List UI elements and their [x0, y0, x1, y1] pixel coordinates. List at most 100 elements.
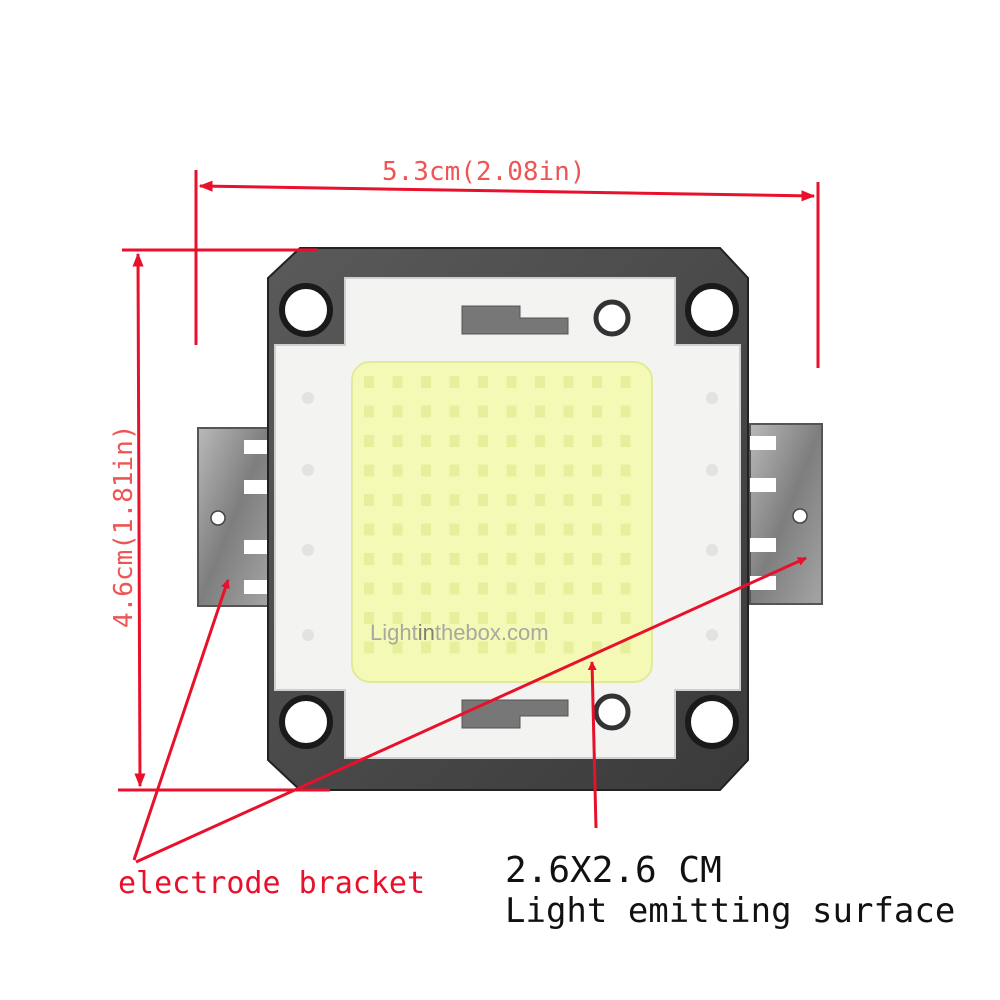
led-die — [421, 464, 431, 477]
led-die — [563, 553, 574, 565]
right-electrode-bracket — [749, 423, 823, 605]
watermark-text-1: Light — [370, 620, 418, 645]
led-die — [592, 494, 602, 506]
solder-pad — [461, 305, 569, 729]
led-die — [392, 523, 403, 536]
led-die — [449, 464, 460, 477]
led-die — [392, 641, 403, 654]
led-die — [563, 641, 574, 654]
led-die — [364, 582, 374, 595]
led-die — [535, 553, 545, 565]
led-die — [449, 641, 460, 654]
led-die — [592, 435, 602, 447]
led-die — [449, 405, 460, 418]
led-die — [592, 523, 602, 536]
led-die — [535, 582, 545, 595]
watermark: Lightinthebox.com — [370, 620, 549, 645]
led-die — [392, 376, 403, 388]
led-die — [364, 494, 374, 506]
led-die — [506, 582, 517, 595]
led-die — [620, 435, 631, 447]
arrow-icon — [132, 556, 807, 864]
led-die — [592, 582, 602, 595]
led-die — [506, 405, 517, 418]
led-die — [592, 641, 602, 654]
led-die — [506, 523, 517, 536]
led-die — [421, 641, 431, 654]
led-die — [506, 641, 517, 654]
led-die — [478, 553, 488, 565]
led-die — [620, 582, 631, 595]
led-die — [506, 612, 517, 624]
width-dimension-label: 5.3cm(2.08in) — [382, 157, 586, 187]
led-die — [364, 376, 374, 388]
led-die — [506, 553, 517, 565]
led-die — [592, 376, 602, 388]
led-die — [535, 435, 545, 447]
led-die — [563, 464, 574, 477]
led-die — [478, 464, 488, 477]
led-die — [364, 641, 374, 654]
width-dimension-arrow — [198, 180, 816, 202]
led-die — [620, 464, 631, 477]
led-die — [421, 494, 431, 506]
led-die — [364, 612, 374, 624]
led-die — [620, 523, 631, 536]
led-die — [392, 405, 403, 418]
led-die — [421, 582, 431, 595]
led-die — [364, 553, 374, 565]
left-electrode-bracket — [197, 427, 271, 607]
led-die — [535, 494, 545, 506]
led-die — [478, 612, 488, 624]
led-die — [620, 405, 631, 418]
led-die — [535, 405, 545, 418]
watermark-highlight: in — [418, 620, 435, 645]
led-die — [449, 612, 460, 624]
led-die — [535, 376, 545, 388]
led-die — [449, 376, 460, 388]
led-die — [478, 641, 488, 654]
led-die — [478, 376, 488, 388]
led-die — [478, 523, 488, 536]
led-die — [392, 612, 403, 624]
height-dimension-label: 4.6cm(1.81in) — [109, 425, 139, 629]
led-die — [592, 464, 602, 477]
led-die — [535, 612, 545, 624]
led-die — [620, 612, 631, 624]
led-die — [364, 523, 374, 536]
led-die — [449, 582, 460, 595]
led-die — [620, 553, 631, 565]
mounting-hole-icon — [279, 283, 739, 749]
led-die — [563, 582, 574, 595]
board-hole-icon — [302, 299, 718, 731]
led-die — [392, 464, 403, 477]
led-die — [563, 612, 574, 624]
led-die — [392, 494, 403, 506]
led-die — [392, 553, 403, 565]
surface-size-label: 2.6X2.6 CM — [505, 850, 722, 891]
watermark-text-2: thebox.com — [435, 620, 549, 645]
led-die — [421, 435, 431, 447]
led-die — [421, 553, 431, 565]
led-die — [478, 405, 488, 418]
led-die — [620, 376, 631, 388]
led-die — [364, 464, 374, 477]
led-die — [449, 553, 460, 565]
led-die — [535, 523, 545, 536]
height-dimension-arrow — [132, 252, 146, 788]
led-die — [506, 494, 517, 506]
led-die — [592, 553, 602, 565]
led-die — [421, 612, 431, 624]
led-die — [421, 523, 431, 536]
led-die — [592, 405, 602, 418]
led-die — [620, 494, 631, 506]
led-die — [421, 405, 431, 418]
led-die — [506, 435, 517, 447]
led-die — [563, 405, 574, 418]
led-die — [392, 582, 403, 595]
led-die — [478, 435, 488, 447]
surface-description-label: Light emitting surface — [505, 891, 955, 931]
led-die — [563, 435, 574, 447]
led-die — [364, 435, 374, 447]
